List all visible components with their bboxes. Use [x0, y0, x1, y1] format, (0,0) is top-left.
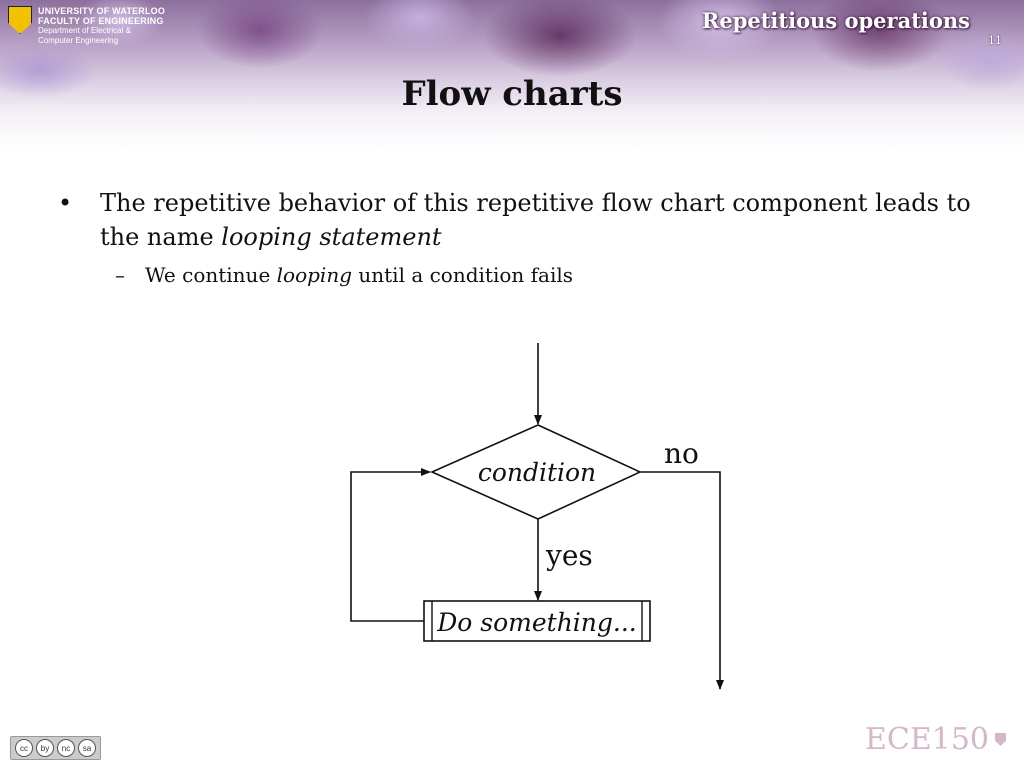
- bullet-text-plain: The repetitive behavior of this repetiti…: [100, 189, 971, 251]
- logo-university: UNIVERSITY OF WATERLOO: [38, 6, 166, 16]
- bullet-main: • The repetitive behavior of this repeti…: [58, 186, 978, 254]
- bullet-text-italic: looping statement: [221, 223, 442, 251]
- slide-title: Flow charts: [401, 74, 623, 114]
- cc-license-badge[interactable]: cc by nc sa: [10, 736, 101, 760]
- logo-dept-2: Computer Engineering: [38, 36, 119, 45]
- bullet-text: The repetitive behavior of this repetiti…: [100, 186, 978, 254]
- sub-text-plain-1: We continue: [145, 263, 277, 287]
- yes-label: yes: [545, 539, 593, 572]
- process-label: Do something...: [436, 608, 637, 637]
- logo-faculty: FACULTY OF ENGINEERING: [38, 16, 164, 26]
- sub-bullet-text: We continue looping until a condition fa…: [145, 258, 573, 292]
- bullet-dot-icon: •: [58, 189, 73, 217]
- logo-dept-1: Department of Electrical &: [38, 26, 131, 35]
- header-banner: [0, 0, 1024, 150]
- loop-back-arrow: [350, 468, 431, 622]
- logo-text: UNIVERSITY OF WATERLOO FACULTY OF ENGINE…: [38, 6, 165, 46]
- nc-icon: nc: [57, 739, 75, 757]
- sub-text-plain-2: until a condition fails: [352, 263, 574, 287]
- deck-title: Repetitious operations: [701, 8, 970, 33]
- process-box: [423, 600, 651, 642]
- no-label: no: [664, 437, 699, 470]
- brand-text: ECE150: [864, 722, 989, 757]
- sub-bullet-dash-icon: –: [115, 263, 125, 287]
- sub-text-italic: looping: [276, 263, 353, 287]
- course-brand: ECE150: [865, 722, 1006, 757]
- brand-shield-icon: [995, 733, 1006, 746]
- no-branch-arrow: [640, 471, 724, 690]
- sa-icon: sa: [78, 739, 96, 757]
- slide-number: 11: [988, 34, 1002, 47]
- bullet-sub: – We continue looping until a condition …: [115, 258, 573, 292]
- cc-icon: cc: [15, 739, 33, 757]
- university-logo: UNIVERSITY OF WATERLOO FACULTY OF ENGINE…: [8, 6, 165, 46]
- by-icon: by: [36, 739, 54, 757]
- condition-label: condition: [478, 458, 596, 487]
